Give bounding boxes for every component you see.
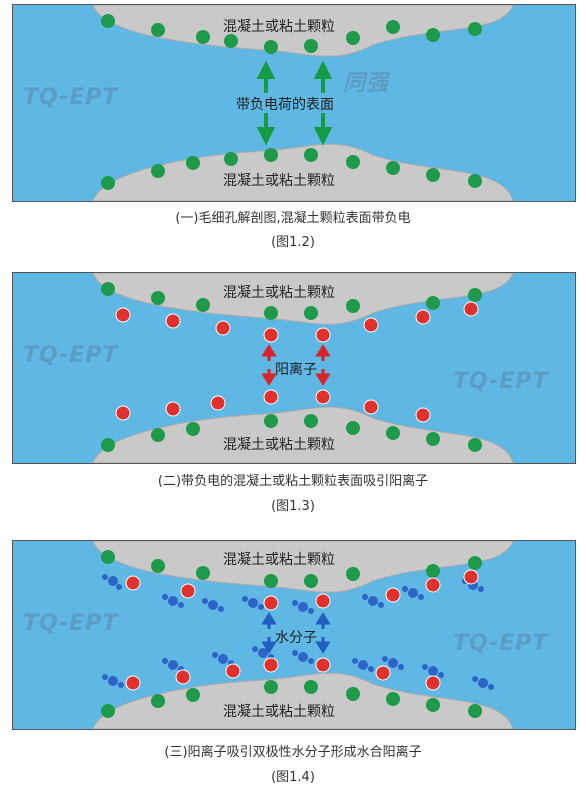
caption-2: (二)带负电的混凝土或粘土颗粒表面吸引阳离子 [157,474,429,489]
center-label: 水分子 [275,630,317,646]
particle-label-top: 混凝土或粘土颗粒 [223,19,335,35]
negative-charges-top [101,14,482,54]
figure-number-1: (图1.2) [271,235,315,250]
watermark-brand: TQ-EPT [23,85,119,110]
panel-hydrated-cations: 混凝土或粘土颗粒 混凝土或粘土颗粒 水分子 TQ-EPT TQ-EPT [12,540,576,730]
diagram-3 [13,541,575,729]
center-label: 阳离子 [275,362,317,378]
figure-number-2: (图1.3) [271,499,315,514]
watermark-brand-2: TQ-EPT [453,369,549,394]
particle-label-top: 混凝土或粘土颗粒 [223,552,335,568]
particle-label-bottom: 混凝土或粘土颗粒 [223,173,335,189]
caption-3: (三)阳离子吸引双极性水分子形成水合阳离子 [164,745,422,760]
negative-charges-bottom [101,148,482,190]
particle-label-bottom: 混凝土或粘土颗粒 [223,437,335,453]
panel-cations: 混凝土或粘土颗粒 混凝土或粘土颗粒 阳离子 TQ-EPT TQ-EPT [12,272,576,464]
watermark-cn: 同强 [343,71,390,96]
diagram-1 [13,5,575,201]
watermark-brand: TQ-EPT [23,343,119,368]
diagram-2 [13,273,575,463]
particle-label-top: 混凝土或粘土颗粒 [223,285,335,301]
watermark-brand-2: TQ-EPT [453,631,549,656]
center-label: 带负电荷的表面 [236,97,334,113]
caption-1: (一)毛细孔解剖图,混凝土颗粒表面带负电 [175,211,411,226]
particle-label-bottom: 混凝土或粘土颗粒 [223,704,335,720]
panel-negative-surface: 混凝土或粘土颗粒 混凝土或粘土颗粒 带负电荷的表面 TQ-EPT 同强 [12,4,576,202]
arrows-green [256,60,333,146]
cations [115,301,479,423]
figure-number-3: (图1.4) [271,770,315,785]
watermark-brand: TQ-EPT [23,611,119,636]
